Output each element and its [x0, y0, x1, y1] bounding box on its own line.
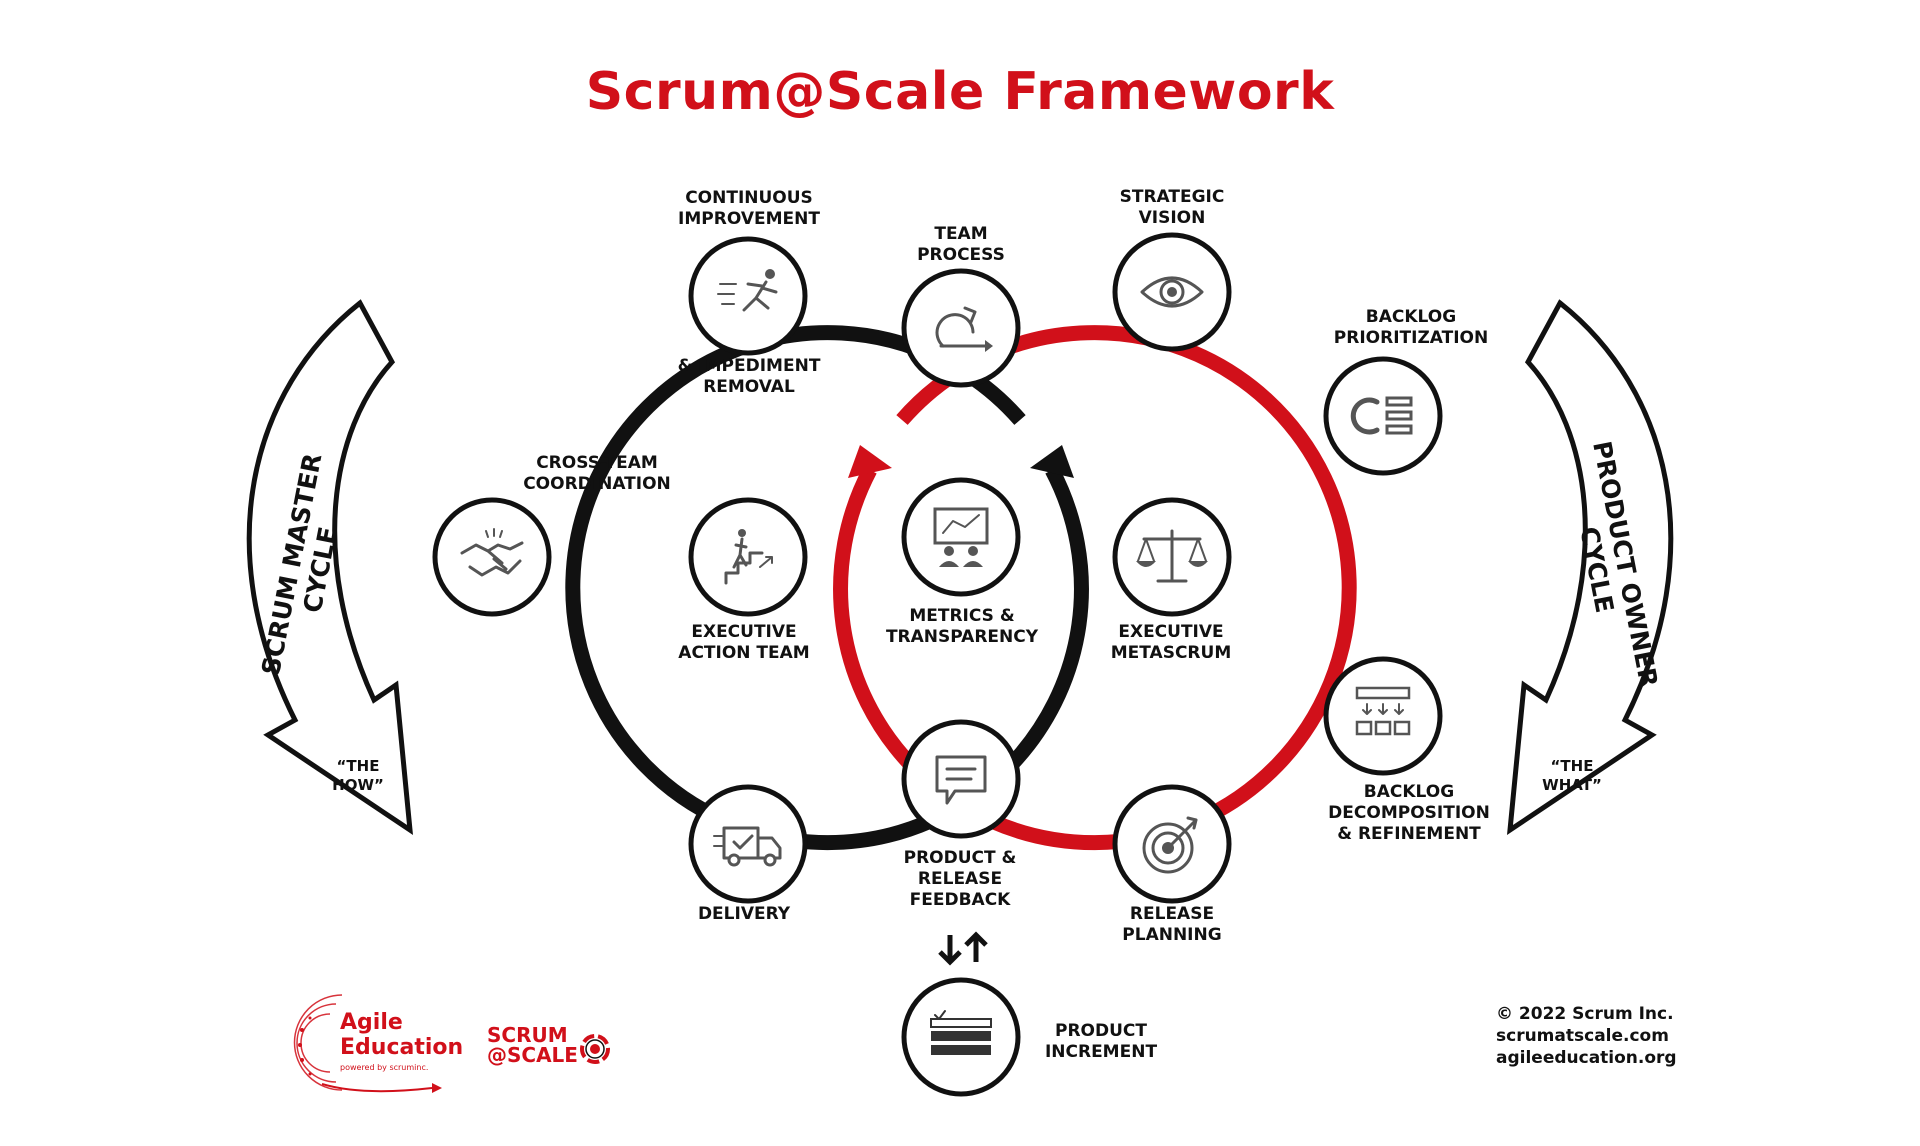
scales-icon: [1136, 529, 1208, 583]
product-release-feedback-label: PRODUCT & RELEASE FEEDBACK: [903, 848, 1017, 910]
strategic-vision-label: STRATEGIC VISION: [1119, 187, 1225, 228]
product-owner-arrowhead: [848, 445, 892, 478]
website-line-2: agileeducation.org: [1496, 1048, 1677, 1068]
scrum-master-arrowhead: [1030, 445, 1074, 478]
handshake-icon: [460, 528, 524, 577]
team-process-node: [901, 268, 1021, 388]
impediment-removal-label: & IMPEDIMENT REMOVAL: [677, 356, 821, 397]
backlog-prioritization-node: [1323, 356, 1443, 476]
scrum-master-cycle-arrow: [246, 299, 413, 836]
backlog-decomposition-node: [1323, 656, 1443, 776]
climbing-stairs-icon: [724, 529, 773, 585]
presentation-icon: [933, 507, 989, 567]
backlog-decomposition-label: BACKLOG DECOMPOSITION & REFINEMENT: [1328, 782, 1490, 844]
copyright-line: © 2022 Scrum Inc.: [1496, 1004, 1674, 1024]
scrum-master-ring: [565, 325, 1026, 851]
the-how-note: “THE HOW”: [332, 757, 384, 794]
product-increment-label: PRODUCT INCREMENT: [1044, 1021, 1158, 1062]
executive-action-team-node: [688, 497, 808, 617]
product-owner-ring-inner-arrow: [833, 466, 918, 772]
continuous-improvement-label: CONTINUOUS IMPROVEMENT: [678, 188, 820, 229]
agile-education-line1: Agile: [340, 1010, 403, 1035]
scrum-master-ring-inner-arrow: [1004, 466, 1089, 772]
agile-education-line2: Education: [340, 1035, 464, 1060]
chat-bubble-icon: [935, 755, 987, 805]
cross-team-coordination-label: CROSS-TEAM COORDINATION: [523, 453, 671, 494]
delivery-label: DELIVERY: [697, 904, 791, 924]
agile-education-sub: powered by scruminc.: [340, 1063, 429, 1072]
product-owner-ring: [896, 325, 1357, 851]
process-cycle-icon: [935, 306, 993, 352]
truck-icon: [713, 826, 782, 867]
delivery-node: [688, 784, 808, 904]
priority-list-icon: [1350, 396, 1413, 435]
release-planning-label: RELEASE PLANNING: [1122, 904, 1222, 945]
product-owner-cycle-arrow: [1507, 299, 1674, 836]
executive-action-team-label: EXECUTIVE ACTION TEAM: [678, 622, 810, 663]
metrics-transparency-node: [901, 477, 1021, 597]
page-title: Scrum@Scale Framework: [585, 62, 1335, 122]
feedback-increment-arrows: [938, 931, 988, 966]
website-line-1: scrumatscale.com: [1496, 1026, 1669, 1046]
team-process-label: TEAM PROCESS: [917, 224, 1005, 265]
executive-metascrum-label: EXECUTIVE METASCRUM: [1110, 622, 1232, 663]
copyright-block: © 2022 Scrum Inc. scrumatscale.com agile…: [1496, 1003, 1677, 1069]
target-icon: [1142, 816, 1198, 874]
agile-education-logo: Agile Education powered by scruminc.: [292, 990, 472, 1100]
runner-icon: [717, 269, 778, 312]
continuous-improvement-node: [688, 236, 808, 356]
cross-team-coordination-node: [432, 497, 552, 617]
eye-icon: [1140, 276, 1204, 308]
backlog-prioritization-label: BACKLOG PRIORITIZATION: [1333, 307, 1489, 348]
scrum-at-scale-line2: @SCALE: [487, 1043, 578, 1067]
checklist-stack-icon: [930, 1010, 992, 1055]
metrics-transparency-label: METRICS & TRANSPARENCY: [885, 606, 1039, 647]
decomposition-icon: [1355, 686, 1411, 736]
the-what-note: “THE WHAT”: [1542, 757, 1602, 794]
scrum-at-scale-logo: SCRUM @SCALE: [487, 1025, 627, 1075]
scrum-at-scale-line1: SCRUM: [487, 1023, 568, 1047]
